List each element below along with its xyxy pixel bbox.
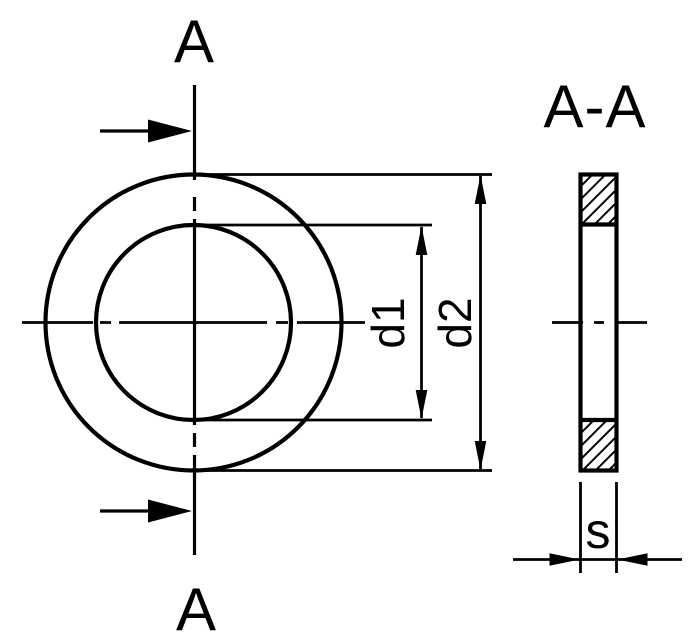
s-extension-lines [579,482,618,573]
s-label: s [586,503,611,559]
front-view: A A d1 d2 [22,8,492,643]
section-view-title: A-A [543,73,646,140]
section-view: A-A s [513,73,682,573]
arrowhead-icon [148,119,192,143]
dimension-d1: d1 [362,226,428,419]
d1-arrowhead-top-icon [415,226,428,255]
d1-arrowhead-bottom-icon [415,390,428,419]
extension-lines [192,173,492,472]
dimension-s: s [513,482,682,573]
hatch-area-top [580,174,617,225]
d2-arrowhead-top-icon [474,175,487,204]
d2-arrowhead-bottom-icon [474,441,487,470]
arrowhead-icon [148,499,192,523]
hatch-area-bottom [580,420,617,471]
s-arrowhead-left-icon [549,553,580,566]
dimension-d2: d2 [429,175,487,470]
s-arrowhead-right-icon [617,553,648,566]
d2-label: d2 [429,297,481,348]
view-direction-arrow-top [100,119,192,143]
section-label-top: A [174,8,214,75]
view-direction-arrow-bottom [100,499,192,523]
section-label-bottom: A [176,576,216,643]
d1-label: d1 [362,297,414,348]
